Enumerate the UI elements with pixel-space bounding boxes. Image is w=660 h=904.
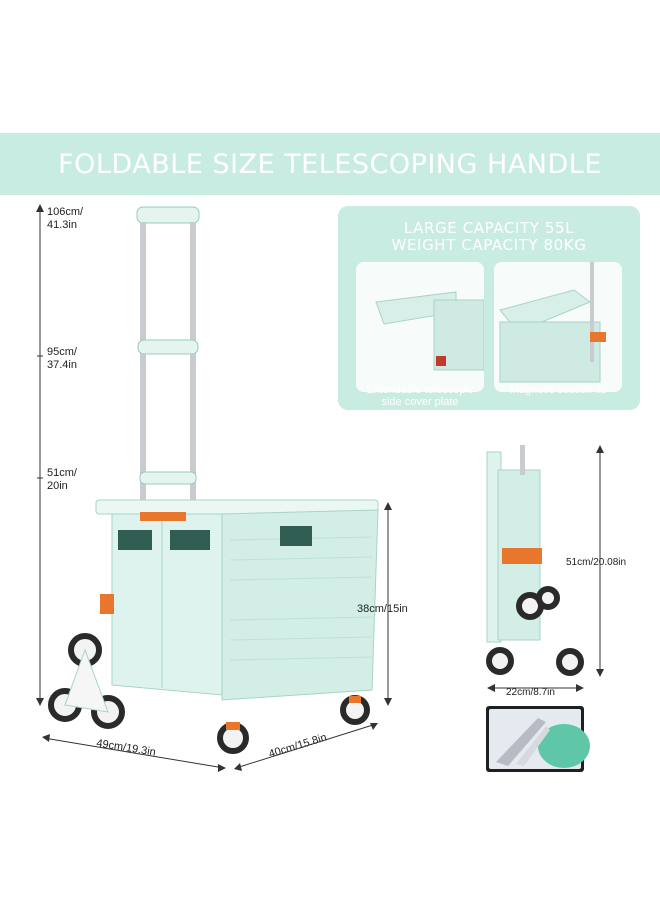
telescopic-plate-caption-line2: side cover plate bbox=[381, 396, 459, 408]
banner-title: FOLDABLE SIZE TELESCOPING HANDLE bbox=[58, 148, 602, 180]
lid-detail-photo bbox=[486, 706, 590, 772]
height-mark-95-in: 37.4in bbox=[47, 359, 77, 371]
title-banner: FOLDABLE SIZE TELESCOPING HANDLE bbox=[0, 133, 660, 195]
telescopic-plate-caption-line1: Extendable telescopic bbox=[366, 384, 474, 396]
height-mark-51-in: 20in bbox=[47, 480, 68, 492]
weight-capacity-title: WEIGHT CAPACITY 80KG bbox=[391, 236, 587, 254]
folded-height-label: 51cm/20.08in bbox=[566, 557, 627, 568]
height-mark-51: 51cm/ 20in bbox=[47, 467, 77, 493]
magnetic-lid-caption: Magnetic suction lid bbox=[509, 384, 607, 396]
box-height-label: 38cm/15in bbox=[357, 603, 408, 615]
telescopic-plate-caption: Extendable telescopic side cover plate bbox=[356, 384, 484, 408]
magnetic-lid-image bbox=[494, 262, 622, 392]
height-mark-51-cm: 51cm/ bbox=[47, 467, 77, 479]
telescopic-plate-thumbnail bbox=[356, 262, 484, 392]
height-mark-106-cm: 106cm/ bbox=[47, 206, 84, 218]
height-mark-106: 106cm/ 41.3in bbox=[47, 206, 83, 232]
height-mark-95-cm: 95cm/ bbox=[47, 346, 77, 358]
height-mark-95: 95cm/ 37.4in bbox=[47, 346, 77, 372]
magnetic-lid-thumbnail bbox=[494, 262, 622, 392]
capacity-title: LARGE CAPACITY 55L bbox=[403, 219, 575, 237]
folded-width-label: 22cm/8.7in bbox=[506, 687, 555, 698]
feature-panel: LARGE CAPACITY 55L WEIGHT CAPACITY 80KG … bbox=[338, 206, 640, 410]
telescopic-plate-image bbox=[356, 262, 484, 392]
height-mark-106-in: 41.3in bbox=[47, 219, 77, 231]
